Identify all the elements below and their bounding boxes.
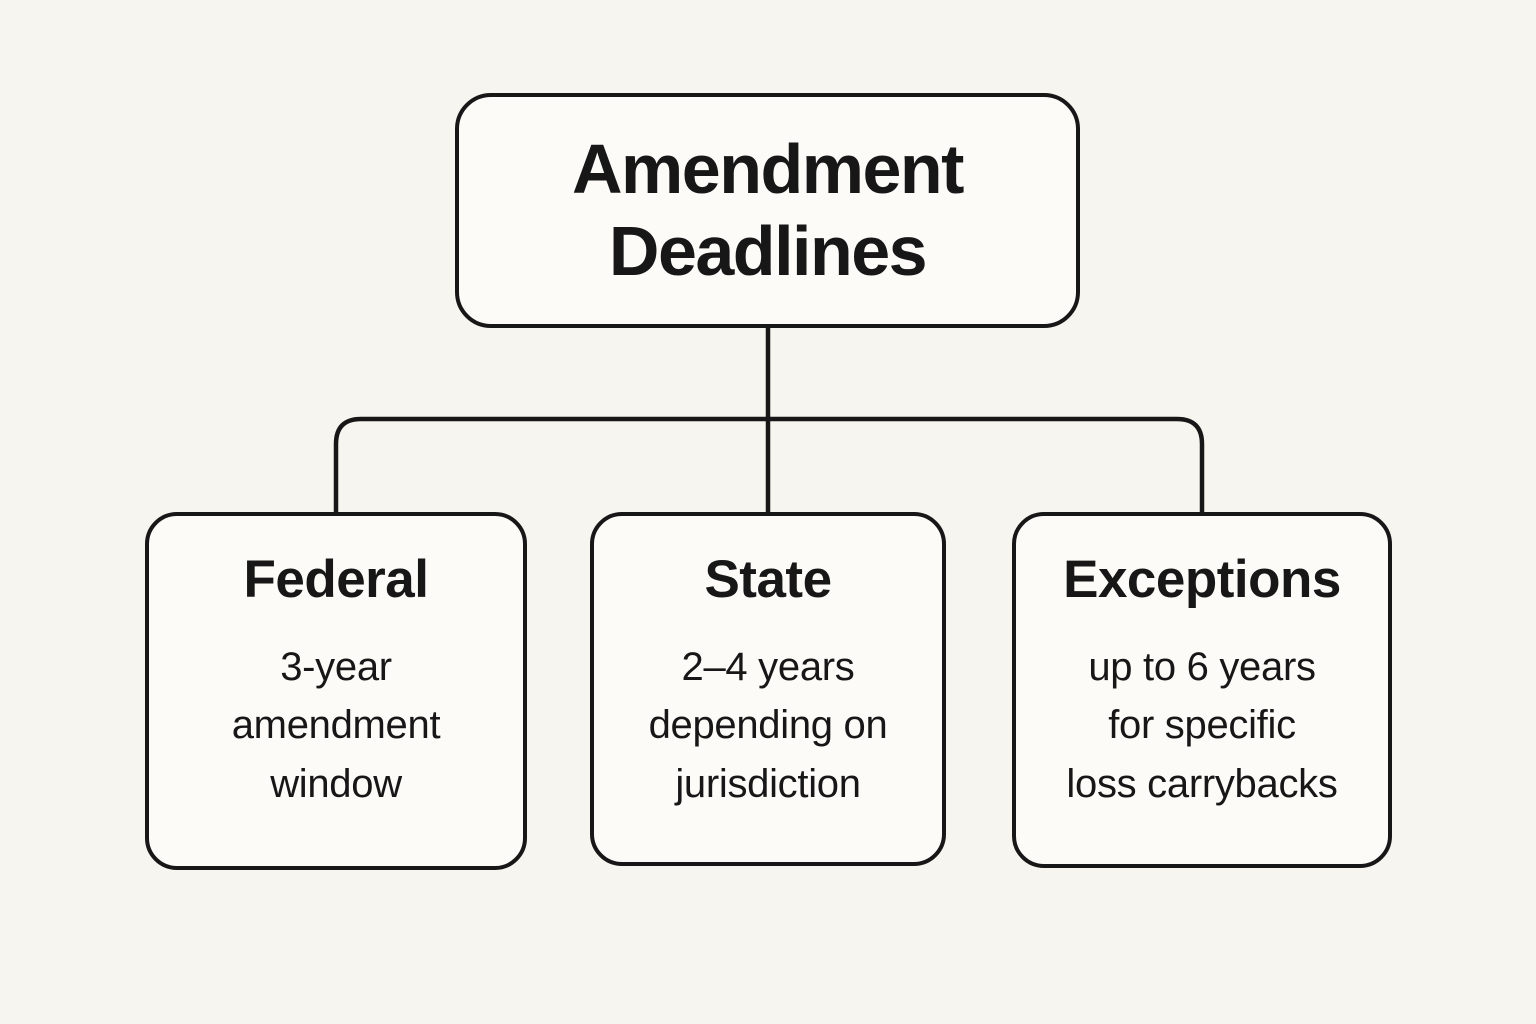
node-federal: Federal 3-year amendment window: [145, 512, 527, 870]
node-title: State: [704, 550, 832, 609]
node-amendment-deadlines: Amendment Deadlines: [455, 93, 1080, 328]
node-body: 2–4 years depending on jurisdiction: [648, 644, 888, 807]
root-node-title: Amendment Deadlines: [572, 130, 964, 290]
node-body: 3-year amendment window: [231, 644, 441, 807]
node-state: State 2–4 years depending on jurisdictio…: [590, 512, 946, 866]
node-title: Federal: [243, 550, 429, 609]
node-exceptions: Exceptions up to 6 years for specific lo…: [1012, 512, 1392, 868]
node-title: Exceptions: [1063, 550, 1341, 609]
node-body: up to 6 years for specific loss carrybac…: [1066, 644, 1338, 807]
